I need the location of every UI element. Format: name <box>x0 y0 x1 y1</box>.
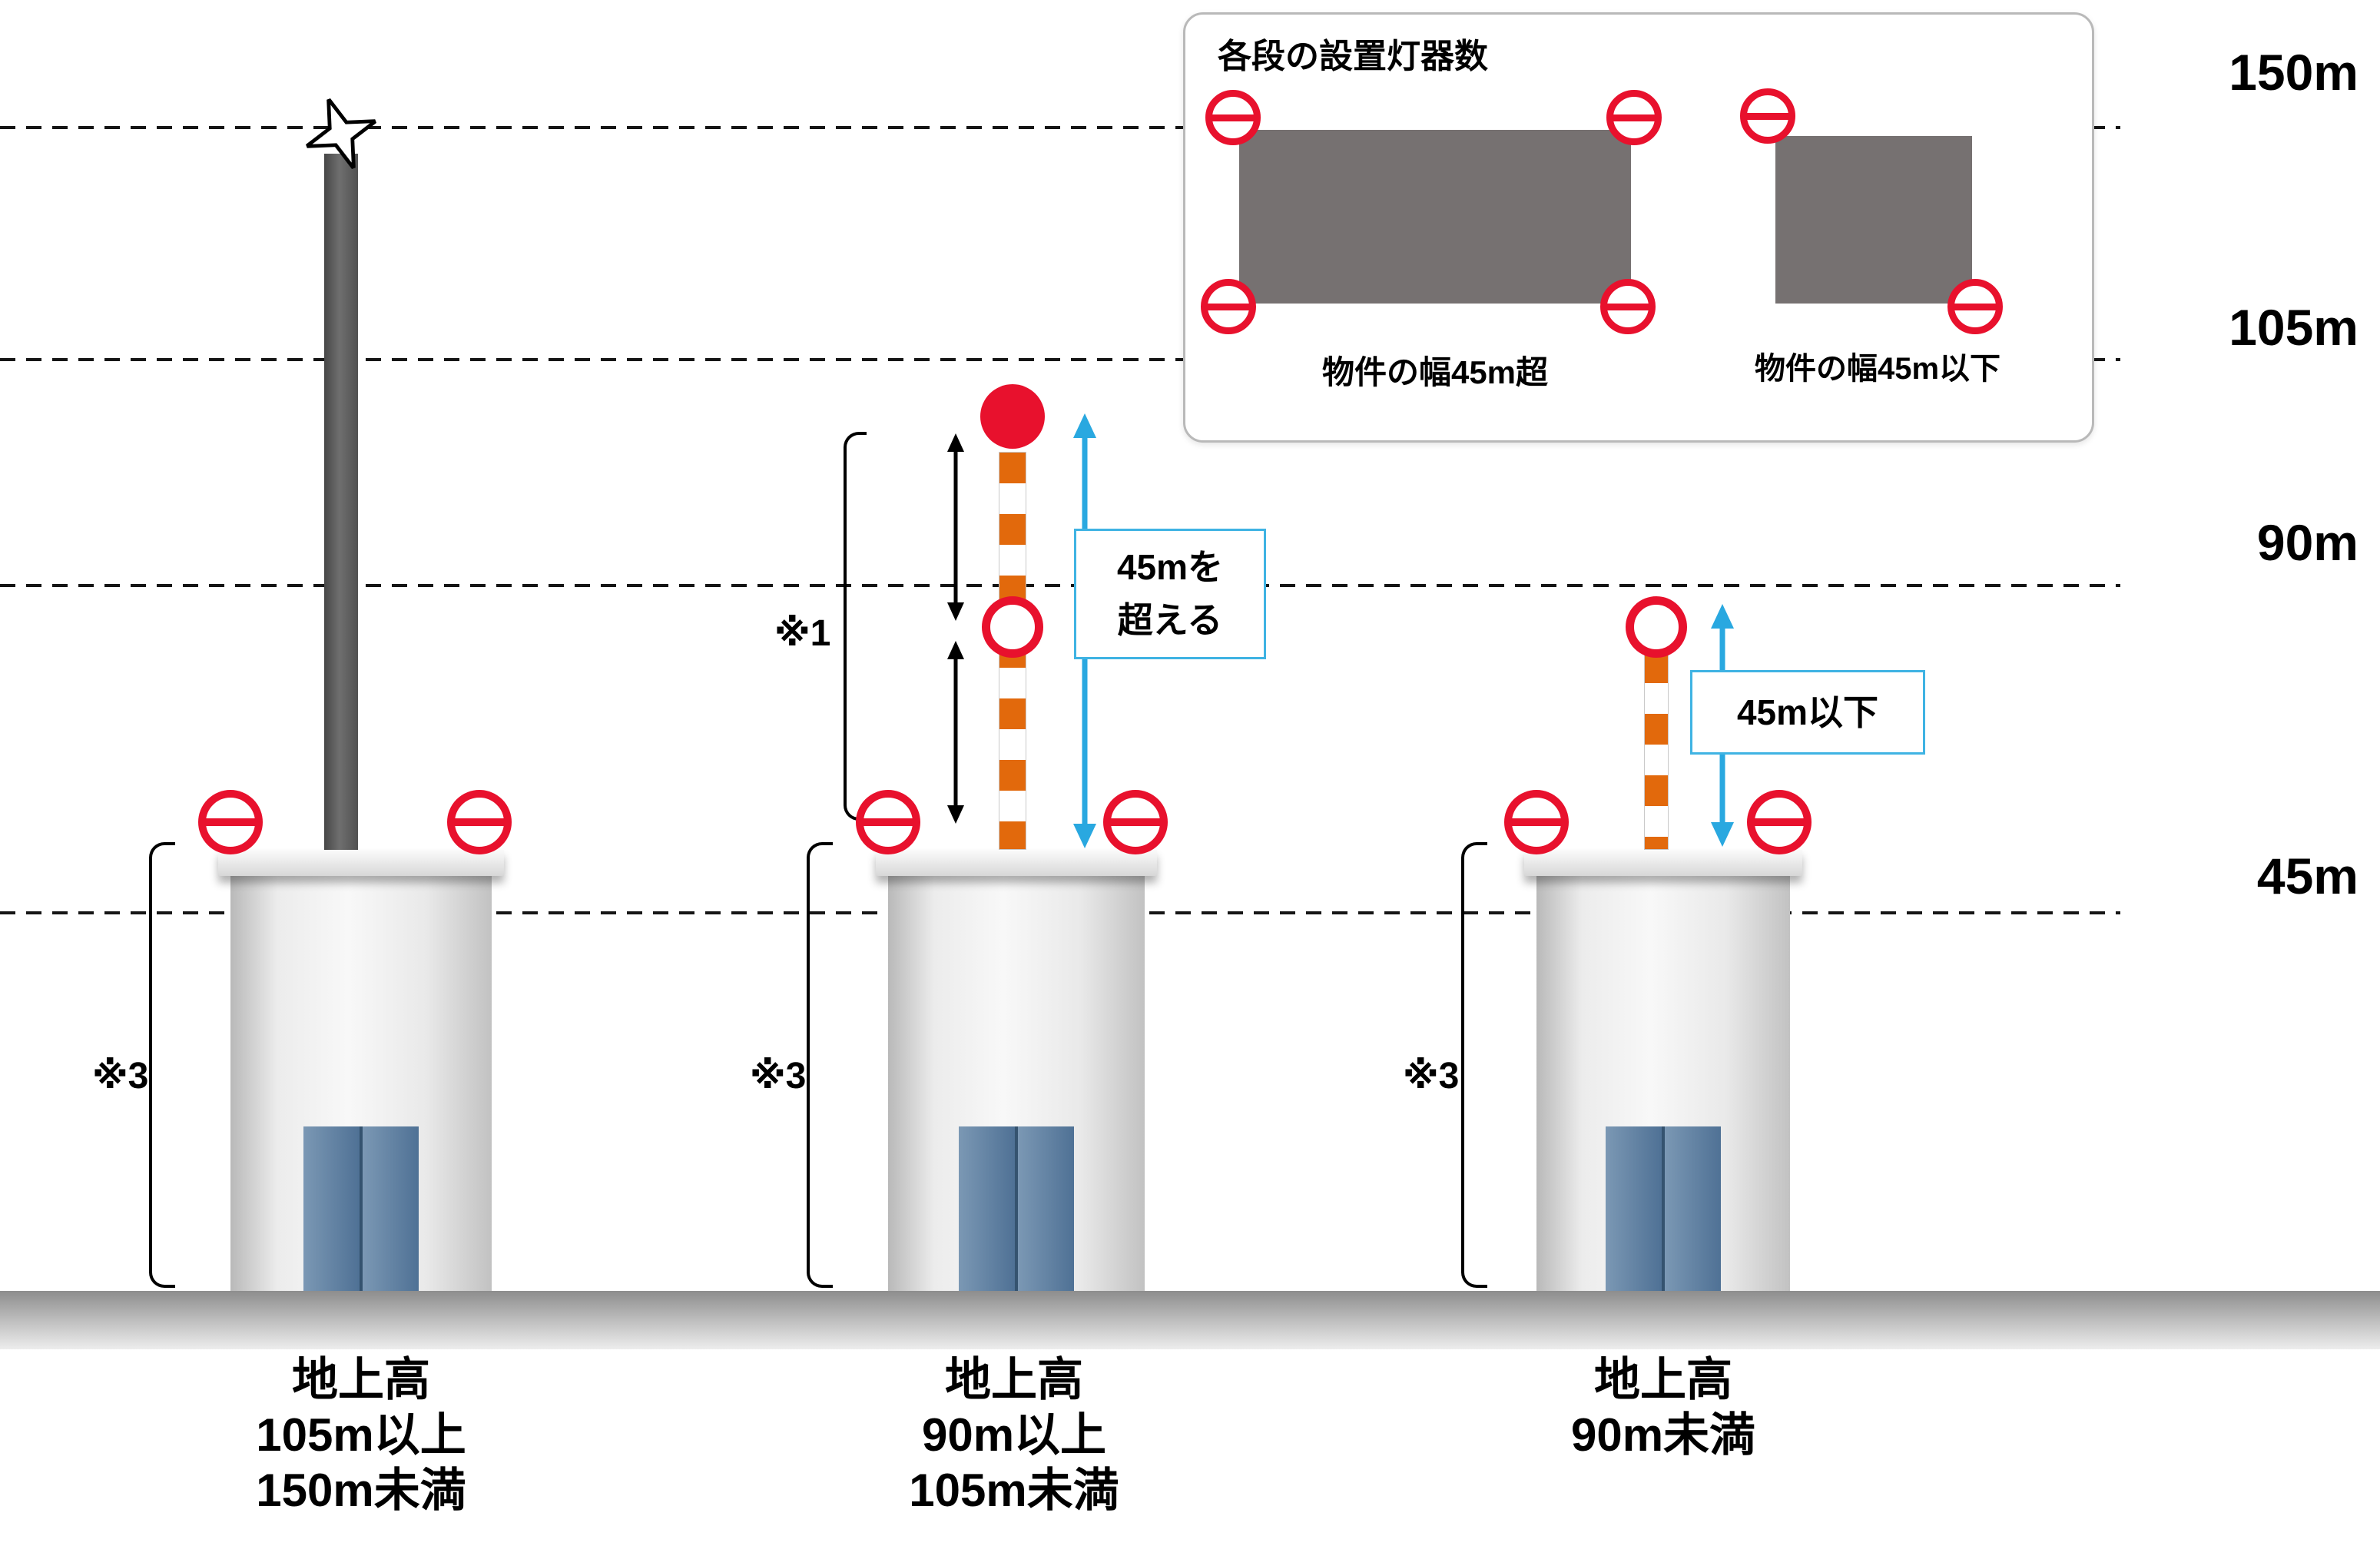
height-label-105m: 105m <box>2229 299 2358 356</box>
caption-line: 地上高 <box>945 1354 1083 1405</box>
legend-wide-label: 物件の幅45m超 <box>1321 354 1549 390</box>
building1-roof <box>218 850 504 876</box>
flashing-light-star-icon <box>300 93 382 174</box>
legend-title: 各段の設置灯器数 <box>1218 38 1488 75</box>
building1-door <box>303 1126 419 1291</box>
obstacle-light-icon <box>1740 88 1795 144</box>
legend-narrow-label: 物件の幅45m以下 <box>1754 352 2001 386</box>
door-panel <box>1665 1126 1721 1291</box>
obstacle-light-icon <box>856 790 920 854</box>
legend-wide-object <box>1239 130 1631 304</box>
door-panel <box>959 1126 1015 1291</box>
caption-line: 地上高 <box>292 1354 430 1405</box>
legend-box: 各段の設置灯器数 物件の幅45m超 物件の幅45m以下 <box>1183 12 2094 443</box>
callout-line: 超える <box>1117 600 1223 640</box>
mast-segments-bracket <box>844 432 867 821</box>
mast-light-ring-icon <box>1626 596 1687 658</box>
door-panel <box>1606 1126 1662 1291</box>
note-3-label: ※3 <box>1403 1056 1460 1096</box>
height-label-150m: 150m <box>2229 44 2358 101</box>
obstacle-light-bar <box>863 818 913 826</box>
callout-line: 45mを <box>1116 547 1224 587</box>
obstacle-light-icon <box>1103 790 1168 854</box>
door-panel <box>1018 1126 1074 1291</box>
door-panel <box>363 1126 419 1291</box>
caption-line: 地上高 <box>1594 1354 1732 1405</box>
obstacle-light-bar <box>1754 818 1805 826</box>
building3-caption: 地上高 90m未満 <box>1487 1352 1840 1463</box>
building2-roof <box>876 850 1157 876</box>
obstacle-light-icon <box>1504 790 1569 854</box>
obstacle-light-icon <box>1606 90 1662 145</box>
obstacle-light-bar <box>1207 304 1250 310</box>
caption-line: 90m未満 <box>1570 1409 1756 1461</box>
building2-height-bracket <box>807 842 833 1288</box>
obstacle-light-icon <box>1947 279 2003 334</box>
gridline-105m <box>0 358 2120 361</box>
equal-interval-arrow <box>947 433 964 824</box>
obstacle-light-icon <box>198 790 263 854</box>
note-1-label: ※1 <box>774 613 831 654</box>
obstacle-light-icon <box>1600 279 1656 334</box>
ground-strip <box>0 1291 2380 1349</box>
caption-line: 105m以上 <box>256 1409 466 1461</box>
striped-mast-short <box>1644 652 1669 850</box>
callout-line: 45m以下 <box>1736 692 1879 732</box>
obstacle-light-bar <box>1954 304 1997 310</box>
caption-line: 90m以上 <box>921 1409 1107 1461</box>
legend-narrow-object <box>1775 136 1972 304</box>
building2-caption: 地上高 90m以上 105m未満 <box>837 1352 1191 1518</box>
obstacle-light-bar <box>1110 818 1161 826</box>
building3-roof <box>1524 850 1802 876</box>
obstacle-light-bar <box>205 818 256 826</box>
building3-height-bracket <box>1461 842 1487 1288</box>
obstacle-light-icon <box>447 790 512 854</box>
obstacle-light-bar <box>1606 304 1649 310</box>
obstacle-light-bar <box>1613 114 1656 121</box>
under-45m-callout: 45m以下 <box>1690 670 1925 755</box>
obstacle-light-icon <box>1205 90 1261 145</box>
obstacle-light-bar <box>1212 114 1255 121</box>
building1-height-bracket <box>149 842 175 1288</box>
tall-mast <box>324 154 358 850</box>
mast-light-ring-icon <box>982 596 1043 658</box>
note-3-label: ※3 <box>92 1056 149 1096</box>
gridline-150m <box>0 126 2120 129</box>
building2-door <box>959 1126 1074 1291</box>
obstacle-light-bar <box>454 818 505 826</box>
building3-door <box>1606 1126 1721 1291</box>
obstacle-light-icon <box>1747 790 1812 854</box>
note-3-label: ※3 <box>750 1056 807 1096</box>
obstacle-light-bar <box>1511 818 1562 826</box>
gridline-90m <box>0 584 2120 587</box>
caption-line: 105m未満 <box>909 1465 1119 1516</box>
obstacle-light-bar <box>1746 113 1789 120</box>
door-panel <box>303 1126 360 1291</box>
over-45m-callout: 45mを 超える <box>1074 529 1266 659</box>
height-label-90m: 90m <box>2256 514 2358 571</box>
building1-caption: 地上高 105m以上 150m未満 <box>184 1352 538 1518</box>
caption-line: 150m未満 <box>256 1465 466 1516</box>
height-label-45m: 45m <box>2256 848 2358 904</box>
obstacle-light-icon <box>1201 279 1256 334</box>
red-beacon-icon <box>980 384 1045 449</box>
